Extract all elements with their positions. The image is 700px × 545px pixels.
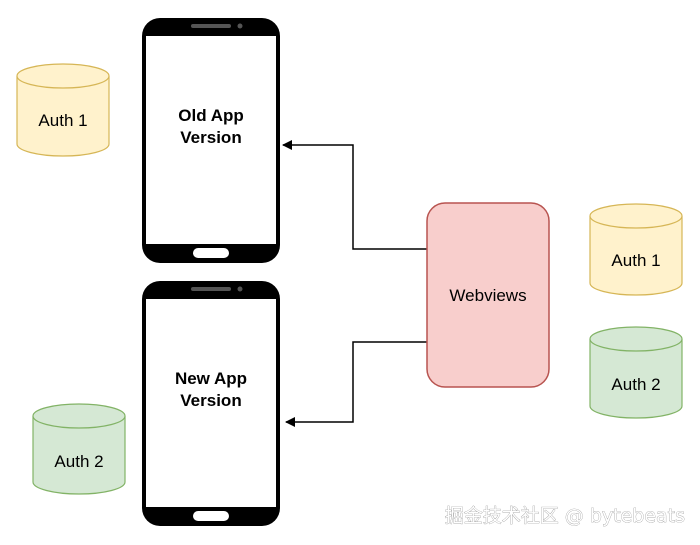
- phone-screen: [146, 299, 276, 507]
- auth1-left-label: Auth 1: [38, 111, 87, 130]
- old-app-label-line1: Old App: [178, 106, 243, 125]
- phone-home-button: [193, 248, 229, 258]
- phone-screen: [146, 36, 276, 244]
- new-app-label-line1: New App: [175, 369, 247, 388]
- database-body: [589, 216, 683, 296]
- database-top: [16, 63, 110, 89]
- database-top: [589, 326, 683, 352]
- arrow-webviews-to-new-app: [285, 341, 427, 427]
- auth1-right-label: Auth 1: [611, 251, 660, 270]
- auth1-database-right: Auth 1: [589, 203, 683, 296]
- webviews-node: Webviews: [426, 202, 550, 388]
- database-top: [32, 403, 126, 429]
- new-app-phone: New App Version: [142, 281, 280, 526]
- phone-camera: [237, 23, 243, 29]
- database-body: [16, 76, 110, 157]
- phone-speaker: [191, 24, 231, 28]
- phone-speaker: [191, 287, 231, 291]
- database-top: [589, 203, 683, 229]
- database-body: [32, 416, 126, 495]
- database-body: [589, 339, 683, 419]
- old-app-label-line2: Version: [180, 128, 241, 147]
- old-app-phone: Old App Version: [142, 18, 280, 263]
- auth1-database-left: Auth 1: [16, 63, 110, 157]
- phone-camera: [237, 286, 243, 292]
- new-app-label-line2: Version: [180, 391, 241, 410]
- phone-home-button: [193, 511, 229, 521]
- webviews-box: [426, 202, 550, 388]
- auth2-database-left: Auth 2: [32, 403, 126, 495]
- auth2-database-right: Auth 2: [589, 326, 683, 419]
- auth2-right-label: Auth 2: [611, 375, 660, 394]
- arrow-webviews-to-old-app: [282, 140, 427, 250]
- auth2-left-label: Auth 2: [54, 452, 103, 471]
- watermark-text: 掘金技术社区 @ bytebeats: [445, 505, 685, 527]
- webviews-label: Webviews: [449, 286, 526, 305]
